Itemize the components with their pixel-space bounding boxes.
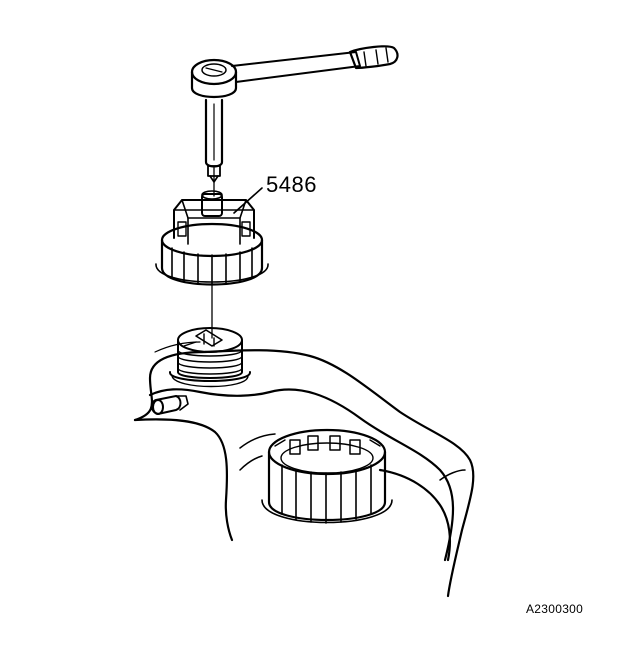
tool-number-label: 5486 (266, 172, 317, 197)
tool-5486-icon (155, 187, 269, 286)
fuel-pump-lock-ring-icon (169, 327, 251, 388)
ratchet-handle-icon (190, 45, 399, 98)
fuel-tank-filler-ring-icon (261, 428, 393, 524)
socket-extension-icon (204, 98, 224, 183)
figure-id-label: A2300300 (526, 602, 584, 616)
fuel-tank-icon (133, 341, 475, 598)
